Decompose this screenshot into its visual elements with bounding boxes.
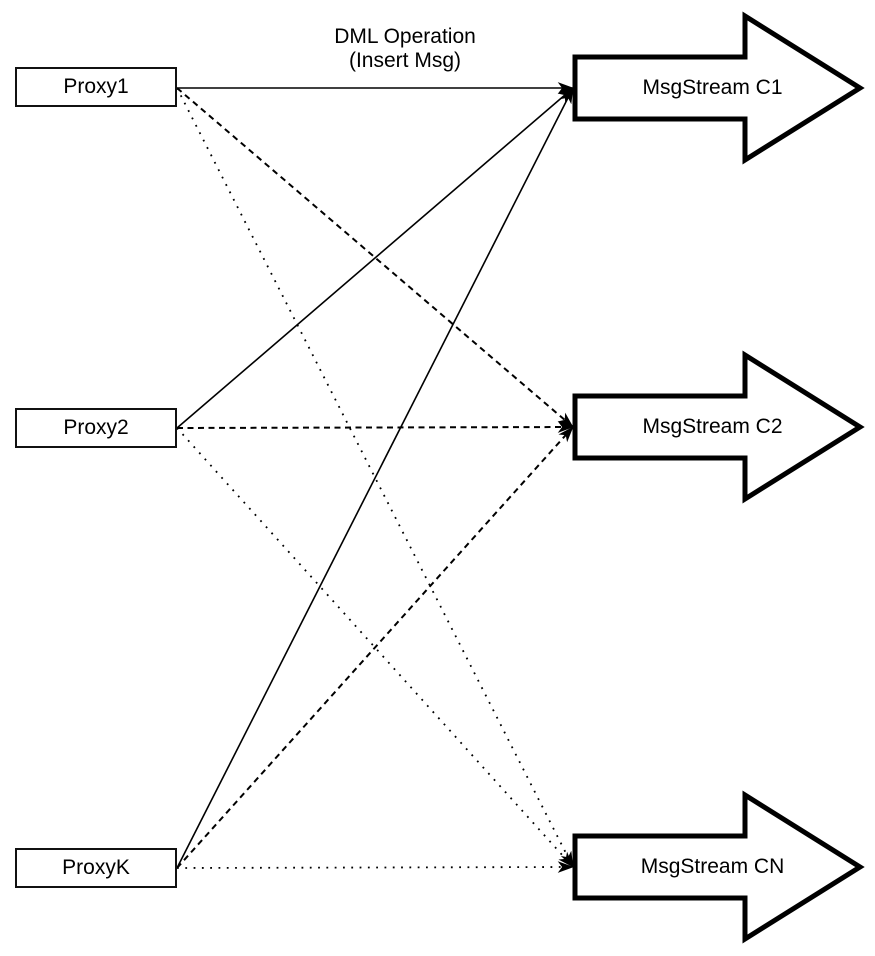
edge-proxyk-msgstream-c1 [176,87,574,869]
edge-proxyk-msgstream-c2 [176,426,574,869]
edge-proxy2-msgstream-c1 [176,87,574,429]
edge-proxy1-msgstream-c2 [176,87,574,428]
edge-proxy2-msgstream-c2 [176,421,574,433]
dml-operation-caption: DML Operation (Insert Msg) [255,25,555,73]
proxy2-label: Proxy2 [63,416,129,439]
proxy1-node: Proxy1 [15,67,177,107]
caption-line-1: DML Operation [334,25,476,48]
proxyk-label: ProxyK [62,856,130,879]
msgstream-cn-label: MsgStream CN [640,855,785,878]
proxyk-node: ProxyK [15,848,177,888]
proxy2-node: Proxy2 [15,408,177,448]
msgstream-cn-arrow-shape [572,790,865,944]
edge-proxyk-msgstream-cn [176,861,574,873]
proxy1-label: Proxy1 [63,75,129,98]
msgstream-c1-label: MsgStream C1 [642,76,783,99]
msgstream-c1-arrow-shape [572,11,865,165]
caption-line-2: (Insert Msg) [348,49,461,72]
msgstream-c2-arrow-shape [572,350,865,504]
msgstream-c2-label: MsgStream C2 [642,415,783,438]
